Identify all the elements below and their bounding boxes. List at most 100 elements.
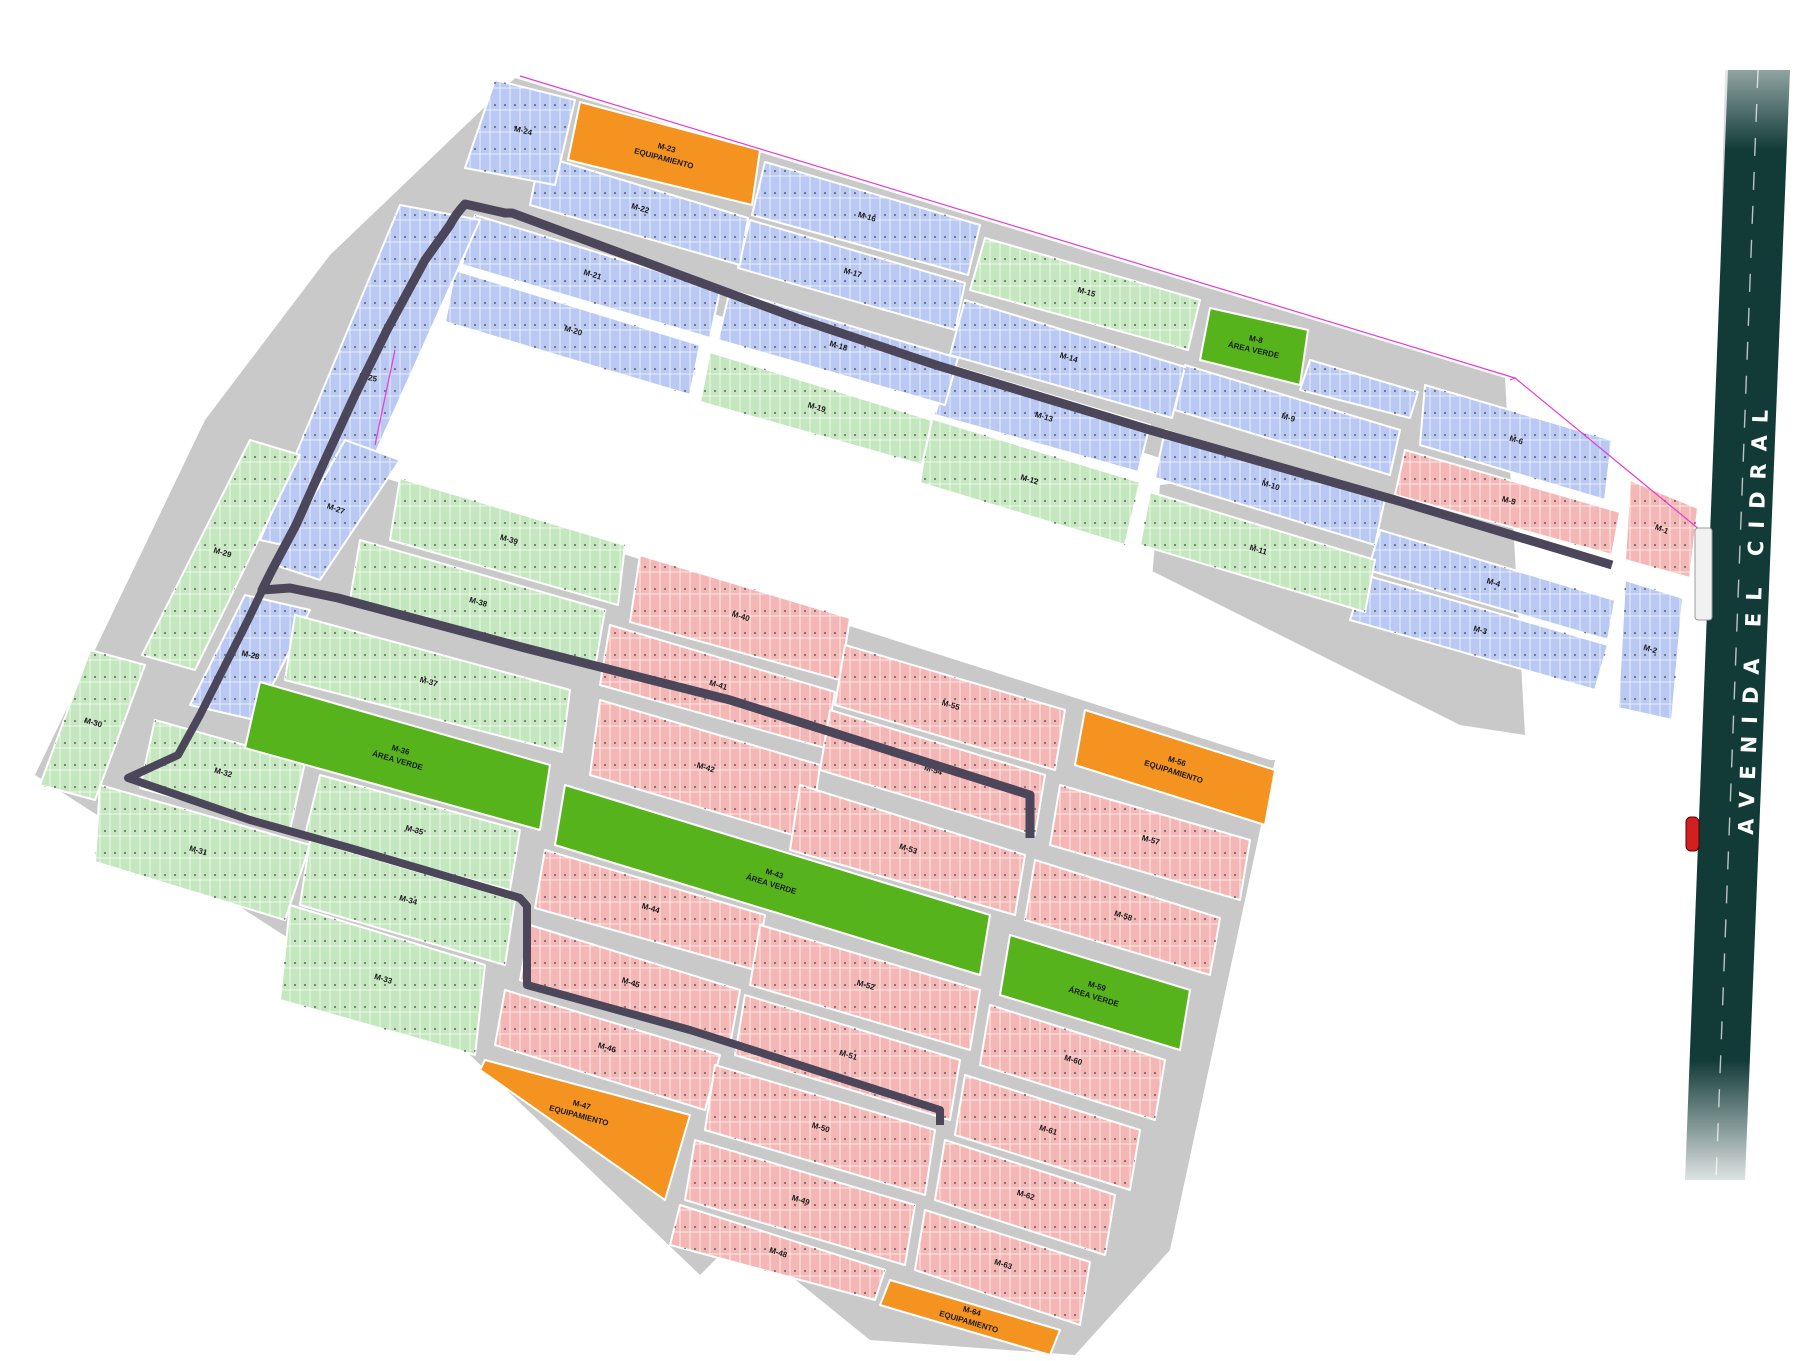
lot-grid [190, 595, 310, 720]
main-road [257, 199, 1614, 838]
block-m-46[interactable]: M-46 [494, 989, 721, 1111]
lot-grid [835, 645, 1065, 770]
block-m-62[interactable]: M-62 [934, 1139, 1116, 1256]
lot-grid [1155, 430, 1385, 545]
block-shape[interactable] [244, 681, 551, 831]
lot-grid [1368, 530, 1615, 640]
avenue-lane-divider [1715, 69, 1759, 1181]
lot-grid [1350, 575, 1608, 690]
block-m-52[interactable]: M-52 [749, 924, 981, 1051]
lot-grid [95, 785, 310, 920]
lot-grid [820, 710, 1045, 835]
lot-grid [530, 155, 748, 265]
block-m-20[interactable]: M-20 [444, 269, 701, 396]
block-m-5[interactable]: M-5 [1394, 449, 1621, 556]
lot-grid [260, 205, 480, 555]
lot-grid [790, 785, 1025, 915]
lot-grid [980, 1005, 1165, 1120]
lot-grid [670, 1205, 885, 1300]
block-m-58[interactable]: M-58 [1024, 859, 1221, 976]
block-m-22[interactable]: M-22 [529, 154, 749, 266]
block-m-24[interactable]: M-24 [464, 79, 576, 186]
block-m-7[interactable] [1299, 359, 1419, 419]
block-m-49[interactable]: M-49 [684, 1139, 916, 1266]
block-shape[interactable] [567, 101, 761, 206]
block-label: M-28 [241, 649, 261, 662]
block-m-31[interactable]: M-31 [94, 784, 311, 921]
block-m-13[interactable]: M-13 [934, 364, 1151, 473]
block-shape[interactable] [1199, 307, 1309, 386]
block-m-51[interactable]: M-51 [734, 994, 961, 1121]
block-shape[interactable] [554, 784, 991, 976]
block-m-35[interactable]: M-35 [304, 774, 521, 891]
lot-grid [285, 615, 570, 752]
block-m-14[interactable]: M-14 [949, 299, 1186, 419]
lot-grid [590, 700, 820, 840]
lot-grid [955, 1075, 1140, 1190]
block-m-16[interactable]: M-16 [751, 161, 981, 276]
block-label: M-24 [513, 124, 533, 137]
block-label: M-9 [1280, 411, 1296, 424]
block-m-50[interactable]: M-50 [704, 1064, 936, 1196]
block-shape[interactable] [479, 1059, 691, 1201]
block-shape[interactable] [1074, 709, 1276, 826]
avenue-el-cidral: AVENIDA EL CIDRAL [1685, 69, 1790, 1181]
block-m-10[interactable]: M-10 [1154, 429, 1386, 546]
fade-bottom [1640, 1060, 1800, 1200]
block-m-39[interactable]: M-39 [389, 477, 626, 606]
block-m-4[interactable]: M-4 [1367, 529, 1616, 641]
lot-grid [495, 990, 720, 1110]
lot-grid [445, 270, 700, 395]
block-m-19[interactable]: M-19 [699, 351, 933, 466]
block-m-18[interactable]: M-18 [717, 289, 959, 406]
block-m-48[interactable]: M-48 [669, 1204, 886, 1301]
lot-grid [280, 905, 485, 1055]
lot-grid [1618, 580, 1683, 720]
block-m-15[interactable]: M-15 [969, 237, 1201, 351]
lot-grid [1420, 385, 1612, 500]
lot-grid [305, 775, 520, 890]
block-m-53[interactable]: M-53 [789, 784, 1026, 916]
block-m-57[interactable]: M-57 [1049, 784, 1251, 901]
block-m-1[interactable]: M-1 [1624, 479, 1699, 579]
lot-grid [750, 925, 980, 1050]
lot-grid [520, 925, 740, 1045]
block-m-60[interactable]: M-60 [979, 1004, 1166, 1121]
lot-grid [752, 162, 980, 275]
block-m-29[interactable]: M-29 [141, 439, 301, 671]
block-label: M-5 [1501, 494, 1517, 507]
lot-grid [915, 1210, 1090, 1325]
lot-grid [705, 1065, 935, 1195]
block-shape[interactable] [879, 1279, 1061, 1356]
lot-grid [535, 850, 765, 970]
block-m-3[interactable]: M-3 [1349, 574, 1609, 691]
block-shape[interactable] [999, 934, 1191, 1051]
block-m-11[interactable]: M-11 [1139, 491, 1376, 613]
lot-grid [275, 440, 400, 580]
lot-grid [350, 540, 605, 668]
lot-grid [465, 80, 575, 185]
block-m-55[interactable]: M-55 [834, 644, 1066, 771]
block-m-2[interactable]: M-2 [1617, 579, 1684, 721]
lot-grid [630, 555, 850, 680]
block-m-6[interactable]: M-6 [1419, 384, 1613, 501]
lot-grid [1140, 492, 1375, 612]
block-m-61[interactable]: M-61 [954, 1074, 1141, 1191]
lot-grid [970, 238, 1200, 350]
block-m-30[interactable]: M-30 [39, 649, 146, 801]
block-m-63[interactable]: M-63 [914, 1209, 1091, 1326]
block-m-33[interactable]: M-33 [279, 904, 486, 1056]
block-m-37[interactable]: M-37 [284, 614, 571, 753]
lot-grid [1395, 450, 1620, 555]
lot-grid [950, 300, 1185, 418]
